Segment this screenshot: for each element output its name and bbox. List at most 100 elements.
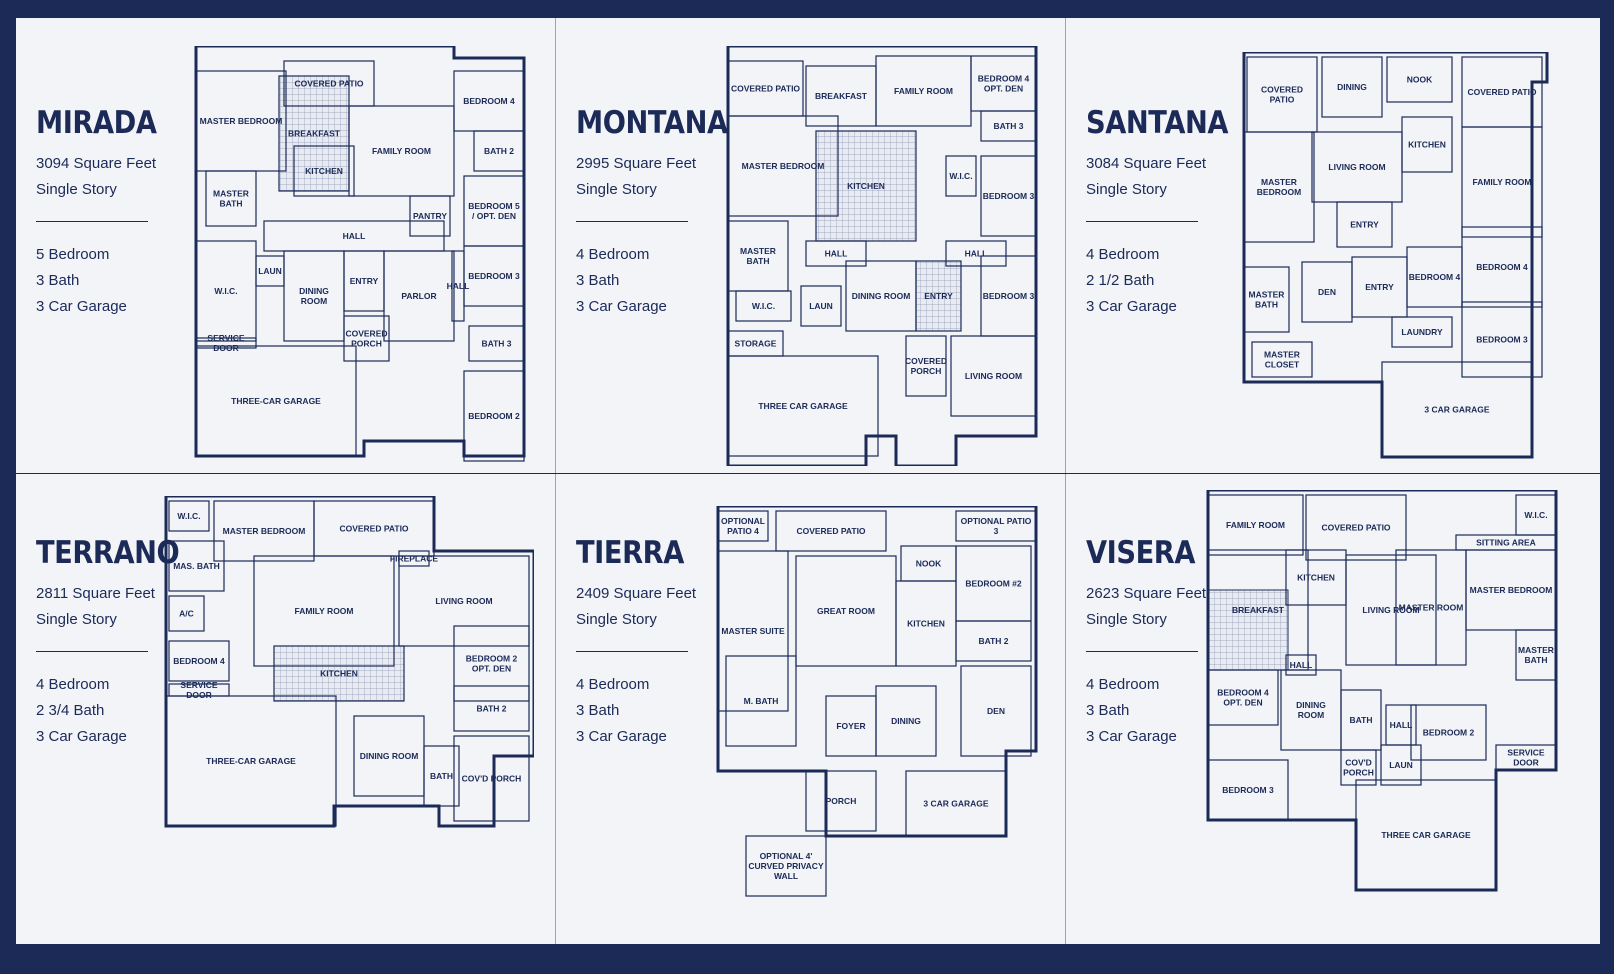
divider: [36, 651, 148, 652]
room-outline: [168, 595, 205, 632]
plan-name: MONTANA: [576, 105, 728, 141]
plan-garage: 3 Car Garage: [1086, 728, 1177, 745]
room-outline: [725, 655, 797, 747]
room-outline: [727, 115, 839, 217]
room-label: BREAKFAST: [1232, 605, 1285, 615]
room-outline: [1381, 361, 1533, 458]
room-label: Laundry: [1401, 327, 1443, 337]
room-label: PORCH: [826, 796, 857, 806]
room-label: BEDROOM 5/ OPT. DEN: [468, 201, 520, 221]
plan-card-terrano[interactable]: TERRANO 2811 Square Feet Single Story 4 …: [16, 474, 555, 944]
room-label: FAMILY ROOM: [294, 606, 353, 616]
room-label: DINING ROOM: [852, 291, 911, 301]
divider: [576, 651, 688, 652]
plan-sqft: 2811 Square Feet: [36, 585, 155, 602]
room-label: BEDROOM #2: [965, 579, 1021, 589]
room-outline: [1251, 341, 1313, 378]
room-label: COV'D PORCH: [462, 774, 522, 784]
room-outline: [1465, 549, 1557, 631]
room-outline: [727, 355, 879, 457]
plan-bedrooms: 4 Bedroom: [576, 246, 650, 263]
room-label: HALL: [447, 281, 470, 291]
plan-info: MONTANA 2995 Square Feet Single Story 4 …: [576, 108, 736, 320]
room-outline: [195, 240, 257, 342]
room-outline: [293, 145, 355, 197]
room-label: M. BATH: [744, 696, 779, 706]
room-outline: [1391, 316, 1453, 348]
room-label: COVERED PATIO: [796, 526, 865, 536]
room-outline: [1495, 744, 1557, 771]
room-label: DINING: [891, 716, 921, 726]
room-outline: [1345, 554, 1437, 666]
room-outline: [165, 695, 337, 827]
plan-baths: 3 Bath: [36, 272, 80, 289]
divider: [576, 221, 688, 222]
plan-sqft: 2409 Square Feet: [576, 585, 697, 602]
divider: [36, 221, 148, 222]
plan-bedrooms: 4 Bedroom: [1086, 246, 1160, 263]
plan-name: MIRADA: [36, 105, 157, 141]
plan-garage: 3 Car Garage: [1086, 298, 1177, 315]
plan-name: VISERA: [1086, 535, 1196, 571]
room-label: BREAKFAST: [815, 91, 868, 101]
room-outline: [960, 665, 1032, 757]
plan-baths: 2 3/4 Bath: [36, 702, 105, 719]
room-label: BEDROOM 4: [1409, 272, 1461, 282]
room-label: BEDROOM 4: [463, 96, 515, 106]
room-outline: [168, 500, 210, 532]
room-outline: [195, 345, 357, 457]
plan-card-montana[interactable]: MONTANA 2995 Square Feet Single Story 4 …: [556, 18, 1065, 473]
room-label: BATH 2: [978, 636, 1008, 646]
room-label: BATH: [1350, 715, 1373, 725]
plan-name: SANTANA: [1086, 105, 1229, 141]
room-outline: [283, 60, 375, 107]
room-label: THREE CAR GARAGE: [758, 401, 848, 411]
room-outline: [735, 290, 792, 322]
tile-floor: [1207, 589, 1289, 671]
plan-card-tierra[interactable]: TIERRA 2409 Square Feet Single Story 4 B…: [556, 474, 1065, 944]
plan-card-santana[interactable]: SANTANA 3084 Square Feet Single Story 4 …: [1066, 18, 1600, 473]
room-outline: [398, 555, 530, 647]
room-outline: [980, 110, 1037, 142]
room-label: BATH 2: [484, 146, 514, 156]
room-outline: [1321, 56, 1383, 118]
divider: [1086, 651, 1198, 652]
room-label: BREAKFAST: [288, 129, 341, 139]
plan-garage: 3 Car Garage: [576, 298, 667, 315]
room-label: 3 CAR GARAGE: [923, 799, 989, 809]
room-label: NOOK: [1407, 75, 1433, 85]
plan-sqft: 3084 Square Feet: [1086, 155, 1207, 172]
room-outline: [273, 645, 405, 702]
room-outline: [348, 105, 455, 197]
room-outline: [955, 620, 1032, 662]
plan-name: TERRANO: [36, 535, 180, 571]
room-label: W.I.C.: [949, 171, 972, 181]
room-label: pantry: [413, 211, 447, 221]
plan-card-visera[interactable]: VISERA 2623 Square Feet Single Story 4 B…: [1066, 474, 1600, 944]
plan-card-mirada[interactable]: MIRADA 3094 Square Feet Single Story 5 B…: [16, 18, 555, 473]
room-outline: [1243, 131, 1315, 243]
room-label: BEDROOM 4: [173, 656, 225, 666]
room-label: KITCHEN: [320, 669, 358, 679]
room-label: BATH 2: [476, 704, 506, 714]
plan-story: Single Story: [36, 611, 117, 628]
room-outline: [383, 250, 455, 342]
plan-bedrooms: 5 Bedroom: [36, 246, 110, 263]
room-label: MASTER BEDROOM: [223, 526, 306, 536]
room-label: HALL: [1290, 660, 1313, 670]
room-label: sitting area: [1476, 538, 1536, 548]
